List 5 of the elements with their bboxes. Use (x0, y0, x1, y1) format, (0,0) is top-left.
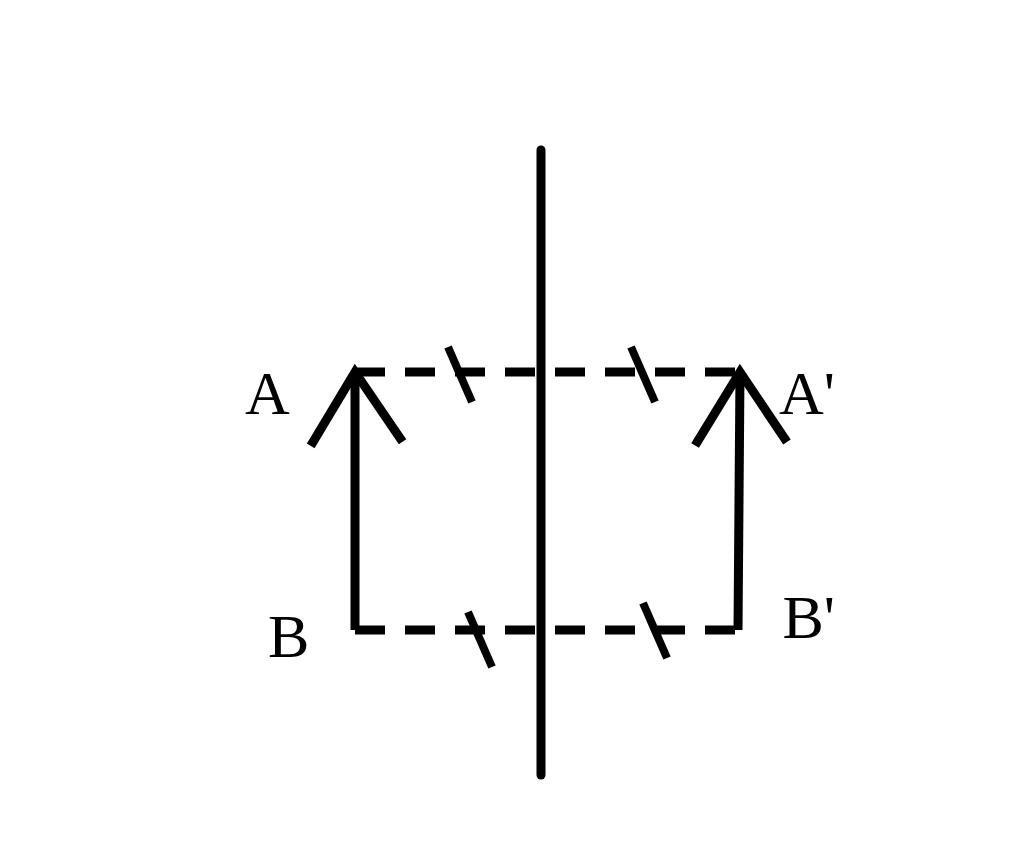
point-label: B' (782, 586, 835, 648)
point-label: A' (779, 362, 835, 424)
dashed-line (355, 625, 738, 635)
point-label: A (245, 362, 290, 424)
point-label: B (268, 605, 310, 667)
